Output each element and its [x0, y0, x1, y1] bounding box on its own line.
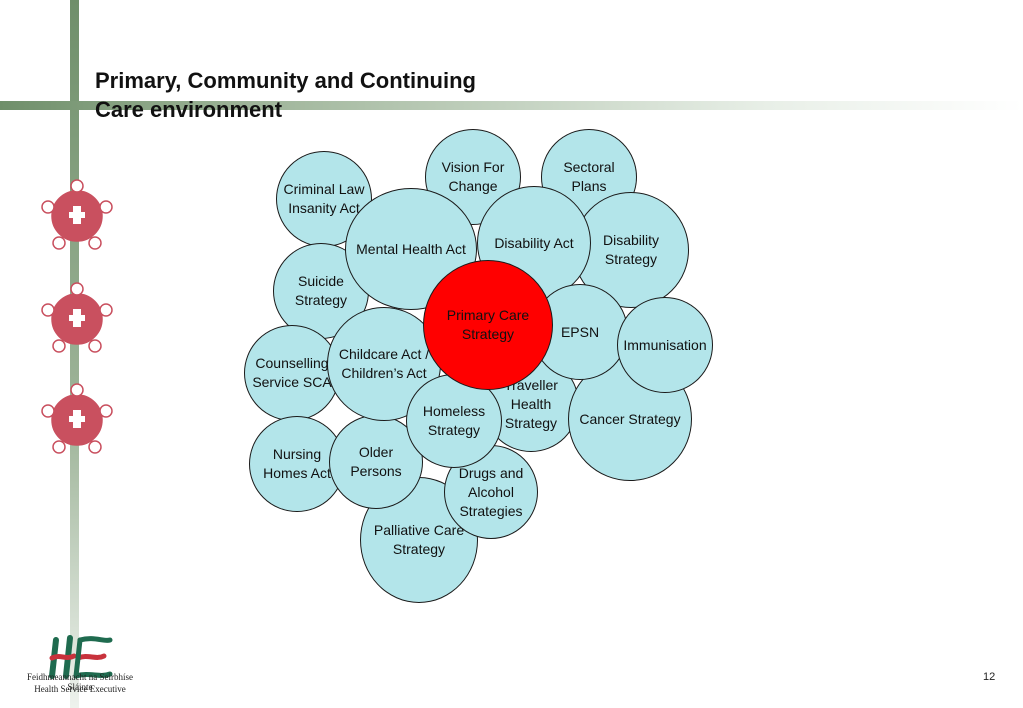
bubble-label: Disability Strategy [602, 232, 659, 267]
bubble-label: Sectoral Plans [563, 159, 615, 194]
bubble-label: Older Persons [350, 444, 402, 479]
bubble-label: Primary Care Strategy [446, 307, 530, 342]
bubble-homeless-strategy: Homeless Strategy [406, 374, 502, 468]
bubble-label: Drugs and Alcohol Strategies [458, 464, 524, 519]
bubble-epsn: EPSN [532, 284, 628, 380]
bubble-label: Vision For Change [441, 159, 505, 194]
bubble-label: Counselling Service SCA [252, 355, 332, 390]
title-line-1: Primary, Community and Continuing [95, 68, 476, 93]
bubble-label: Cancer Strategy [579, 410, 681, 427]
title-line-2: Care environment [95, 97, 283, 122]
bubble-label: Criminal Law Insanity Act [283, 181, 365, 216]
bubble-label: Disability Act [494, 234, 574, 251]
bubble-primary-care-strategy: Primary Care Strategy [423, 260, 553, 390]
emblem-icon [41, 179, 113, 250]
bubble-label: Palliative Care Strategy [373, 522, 465, 557]
slide-title: Primary, Community and Continuing Care e… [95, 66, 476, 124]
bubble-immunisation: Immunisation [617, 297, 713, 393]
decorative-horizontal-bar [0, 101, 1023, 110]
emblem-icon [41, 282, 113, 353]
bubble-label: Mental Health Act [356, 240, 466, 257]
hse-logo-icon [49, 635, 113, 679]
emblem-icon [41, 383, 113, 454]
logo-text-irish: Feidhmeannacht na Seirbhíse Sláinte [27, 672, 133, 692]
bubble-label: Suicide Strategy [294, 273, 348, 308]
page-number: 12 [983, 671, 996, 683]
bubble-label: Homeless Strategy [422, 403, 486, 438]
bubble-label: Immunisation [623, 336, 707, 353]
decorative-vertical-bar [70, 0, 79, 708]
bubble-label: EPSN [560, 323, 600, 340]
bubble-label: Nursing Homes Act [263, 446, 331, 481]
logo-text-english: Health Service Executive [34, 684, 126, 694]
bubble-label: Childcare Act / Children’s Act [338, 346, 430, 381]
bubble-counselling-service-sca: Counselling Service SCA [244, 325, 340, 421]
